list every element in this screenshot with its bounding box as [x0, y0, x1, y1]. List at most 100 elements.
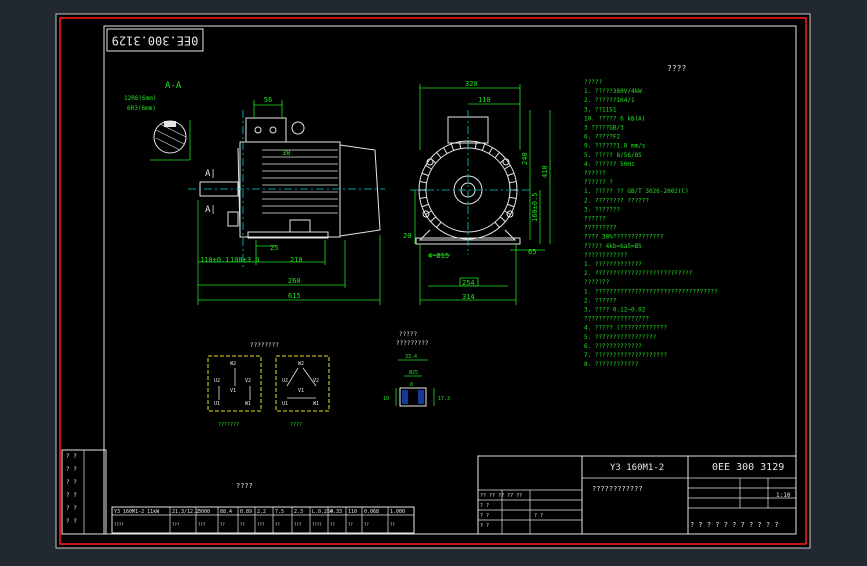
svg-text:320: 320 [465, 80, 478, 88]
cooling-fin [488, 147, 493, 154]
table-header-cell: ?? [240, 522, 245, 527]
note-line: 7. ???????????????????? [584, 352, 667, 359]
note-line: 9. ??????1.8 mm/s [584, 143, 646, 150]
notes-block: ????? 1. ?????380V/4kW 2. ??????1K4/1 3. ??… [584, 79, 718, 368]
key-title: ????? [399, 331, 417, 338]
cooling-fin [481, 143, 486, 151]
svg-text:V2: V2 [245, 378, 251, 384]
key-subtitle: ????????? [396, 340, 429, 347]
stamp-cell: ? ? [66, 505, 77, 512]
cooling-fin [425, 210, 432, 215]
cooling-fin [436, 152, 442, 159]
svg-text:38: 38 [282, 149, 290, 157]
cooling-fin [425, 165, 432, 170]
svg-text:33.4: 33.4 [405, 354, 417, 360]
svg-text:U1: U1 [214, 401, 220, 407]
note-line: 4. ?????? 50Hz [584, 161, 635, 168]
table-header-cell: ???? [114, 522, 124, 527]
cooling-fin [499, 216, 506, 222]
table-cell: 0.33 [330, 509, 342, 515]
note-line: 3. ??????? [584, 206, 621, 213]
wiring-diagram-left: W2 U2 V2 U1 V1 W1 [207, 355, 262, 412]
note-line: 1. ?????380V/4kW [584, 88, 642, 95]
note-line: 2. ??????1K4/1 [584, 97, 635, 104]
svg-text:25: 25 [270, 244, 278, 252]
cooling-fin [436, 221, 442, 228]
svg-text:1:10: 1:10 [776, 492, 791, 499]
table-cell: 1.000 [390, 509, 405, 515]
note-line: ????? [584, 79, 602, 86]
table-header-cell: ??? [198, 522, 206, 527]
title-block: Y3 160M1-2 0EE 300 3129 ???????????? 1:1… [477, 455, 797, 535]
svg-text:? ?: ? ? [480, 513, 489, 519]
note-line: 10. ????? 6 kB(A) [584, 115, 645, 122]
svg-text:Ø25: Ø25 [409, 369, 418, 376]
side-fins [419, 141, 517, 228]
svg-text:108±3.0: 108±3.0 [230, 256, 260, 264]
note-line: ???????????? [584, 252, 628, 259]
svg-text:W1: W1 [245, 401, 251, 407]
table-header-cell: ?? [364, 522, 369, 527]
stamp-cell: ? ? [66, 466, 77, 473]
table-header-cell: ?? [330, 522, 335, 527]
svg-text:W2: W2 [230, 361, 236, 367]
table-cell: 21.3/12.2 [172, 509, 199, 515]
drawing-number-stamp: 0EE.300.3129 [106, 28, 204, 52]
table-cell: Y3 160M1-2 11kW [114, 509, 160, 515]
svg-text:V1: V1 [230, 388, 236, 394]
svg-text:4-Ø15: 4-Ø15 [428, 252, 449, 260]
table-header-cell: ?? [348, 522, 353, 527]
svg-text:? ?: ? ? [534, 513, 543, 519]
table-cell: 3000 [198, 509, 210, 515]
table-cell: 0.068 [364, 509, 379, 515]
note-line: 8. ???????????? [584, 361, 639, 368]
cooling-fin [509, 180, 517, 184]
table-cell: L.0.254 [312, 509, 333, 515]
svg-text:0EE.300.3129: 0EE.300.3129 [112, 34, 199, 48]
table-header-cell: ??? [257, 522, 265, 527]
cooling-fin [499, 158, 506, 164]
svg-text:240: 240 [521, 152, 529, 165]
cooling-fin [509, 196, 517, 200]
svg-text:6R3(6mm): 6R3(6mm) [127, 105, 156, 112]
svg-text:U2: U2 [282, 378, 288, 384]
cooling-fin [430, 216, 437, 222]
front-dim-labels: 56 38 25 210 110±0.1 108±3.0 260 615 [200, 96, 303, 300]
note-line: 6. ????????????? [584, 343, 642, 350]
svg-text:56: 56 [264, 96, 272, 104]
side-dimensions [414, 84, 551, 305]
svg-text:210: 210 [290, 256, 303, 264]
table-header-cell: ??? [172, 522, 180, 527]
note-line: 3. ??11S1 [584, 106, 617, 113]
cooling-fin [443, 147, 448, 154]
note-line: 4. ????? (????????????? [584, 325, 667, 332]
note-line: 3 ?????GB/3 [584, 125, 624, 132]
note-line: 5. ????? 8/56/85 [584, 152, 642, 159]
svg-text:110±0.1: 110±0.1 [200, 256, 230, 264]
svg-text:W2: W2 [298, 361, 304, 367]
svg-text:U1: U1 [282, 401, 288, 407]
sheet-background [55, 13, 811, 549]
cooling-fin [494, 152, 500, 159]
sheet-border-inner [103, 25, 797, 535]
side-dim-labels: 320 110 240 410 160±0.5 20 4-Ø15 65 254 … [403, 80, 549, 301]
svg-text:? ?: ? ? [480, 503, 489, 509]
svg-text:10: 10 [383, 396, 389, 402]
table-header-cell: ??? [294, 522, 302, 527]
svg-text:410: 410 [541, 165, 549, 178]
cooling-fin [419, 180, 427, 184]
note-line: 1. ?????????????????????????????????? [584, 288, 718, 295]
note-line: ??????? [584, 279, 610, 286]
note-line: ?????? ? [584, 179, 613, 186]
cooling-fin [504, 210, 511, 215]
table-cell: 2.3 [294, 509, 303, 515]
stamp-cell: ? ? [66, 518, 77, 525]
note-line: 1. ????????????? [584, 261, 642, 268]
note-line: ?????? [584, 216, 606, 223]
svg-text:V2: V2 [313, 378, 319, 384]
svg-text:Y3 160M1-2: Y3 160M1-2 [610, 463, 664, 473]
svg-text:8: 8 [410, 382, 413, 388]
